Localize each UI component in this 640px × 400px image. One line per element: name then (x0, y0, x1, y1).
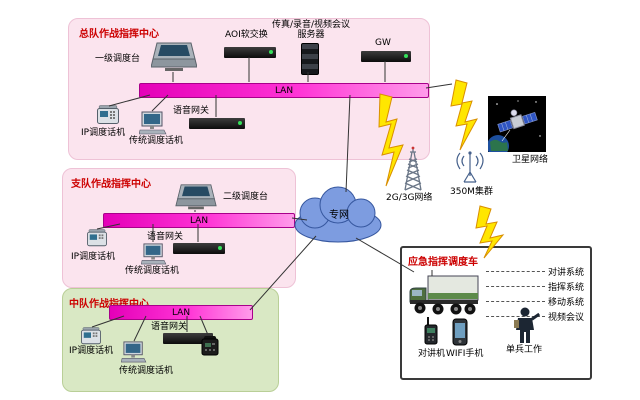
squadron-ip-phone-label: IP调度话机 (69, 346, 114, 356)
squadron-trad-phone-icon (121, 341, 147, 363)
wifi-phone-icon (452, 318, 468, 346)
hq-title: 总队作战指挥中心 (79, 29, 159, 40)
hq-voice-gateway-icon (189, 118, 245, 129)
system-row: 对讲系统 (486, 266, 584, 278)
dashed-connector (486, 315, 545, 317)
cellular-network-label: 2G/3G网络 (386, 193, 433, 203)
dashed-connector (486, 300, 545, 302)
detachment-ip-phone-icon (87, 229, 107, 248)
private-network-label: 专网 (329, 210, 349, 221)
status-led (404, 54, 408, 58)
hq-ip-phone-label: IP调度话机 (81, 128, 126, 138)
system-label: 移动系统 (547, 297, 584, 308)
detachment-title: 支队作战指挥中心 (71, 179, 151, 190)
satellite-network-label: 卫星网络 (512, 155, 549, 165)
squadron-voice-gateway-label: 语音网关 (151, 322, 188, 332)
squadron-title: 中队作战指挥中心 (69, 295, 149, 310)
vehicle-panel: 应急指挥调度车 对讲系统 指挥系统 移动 (400, 246, 592, 380)
hq-lan-bar: LAN (139, 83, 429, 98)
detachment-voice-gateway-label: 语音网关 (147, 232, 184, 242)
system-label: 对讲系统 (547, 267, 584, 278)
detachment-trad-phone-icon (141, 243, 167, 265)
detachment-panel: 支队作战指挥中心 二级调度台 LAN 语音网关 IP调度话机 (62, 168, 296, 288)
soldier-icon (508, 306, 542, 344)
command-truck-icon (408, 270, 482, 318)
hq-voice-gateway-label: 语音网关 (173, 106, 210, 116)
server-tower-icon (301, 43, 319, 75)
system-row: 移动系统 (486, 296, 584, 308)
dashed-connector (486, 285, 545, 287)
system-row: 指挥系统 (486, 281, 584, 293)
vehicle-title: 应急指挥调度车 (408, 257, 478, 268)
detachment-lan-bar: LAN (103, 213, 295, 228)
private-network-cloud-icon (293, 183, 383, 249)
satellite-image-icon (488, 96, 546, 152)
status-led (269, 50, 273, 54)
dashed-connector (486, 270, 545, 272)
walkie-talkie-label: 对讲机 (418, 349, 446, 359)
squadron-desk-phone-icon (201, 335, 219, 357)
status-led (238, 121, 242, 125)
hq-trad-phone-label: 传统调度话机 (129, 136, 184, 146)
dispatch-console-icon (175, 183, 217, 211)
hq-trad-phone-icon (139, 111, 167, 135)
hq-ip-phone-icon (97, 105, 119, 126)
detachment-voice-gateway-icon (173, 243, 225, 254)
detachment-ip-phone-label: IP调度话机 (71, 252, 116, 262)
wifi-phone-label: WIFI手机 (446, 349, 484, 359)
detachment-console-label: 二级调度台 (223, 192, 269, 202)
squadron-trad-phone-label: 传统调度话机 (119, 366, 174, 376)
dispatch-console-icon (151, 41, 197, 73)
detachment-trad-phone-label: 传统调度话机 (125, 266, 180, 276)
walkie-talkie-icon (424, 316, 440, 346)
hq-console-label: 一级调度台 (95, 54, 141, 64)
cellular-tower-icon (396, 146, 430, 192)
softswitch-device-icon (224, 47, 276, 58)
hq-panel: 总队作战指挥中心 一级调度台 AOI软交换 传真/录音/视频会议 服务器 GW … (68, 18, 430, 160)
trunking-antenna-icon (452, 146, 488, 186)
gw-device-icon (361, 51, 411, 62)
hq-gw-label: GW (375, 38, 391, 48)
system-label: 指挥系统 (547, 282, 584, 293)
status-led (218, 246, 222, 250)
hq-server-label-line1: 传真/录音/视频会议 (271, 20, 351, 30)
hq-server-label-line2: 服务器 (297, 30, 325, 40)
system-row: 视频会议 (486, 311, 584, 323)
system-label: 视频会议 (547, 312, 584, 323)
soldier-label: 单兵工作 (506, 345, 543, 355)
hq-softswitch-label: AOI软交换 (225, 30, 268, 40)
trunking-network-label: 350M集群 (450, 187, 493, 197)
squadron-panel: 中队作战指挥中心 LAN 语音网关 IP调度话机 传统调度话机 (62, 288, 279, 392)
squadron-lan-bar: LAN (109, 305, 253, 320)
squadron-ip-phone-icon (81, 327, 101, 346)
